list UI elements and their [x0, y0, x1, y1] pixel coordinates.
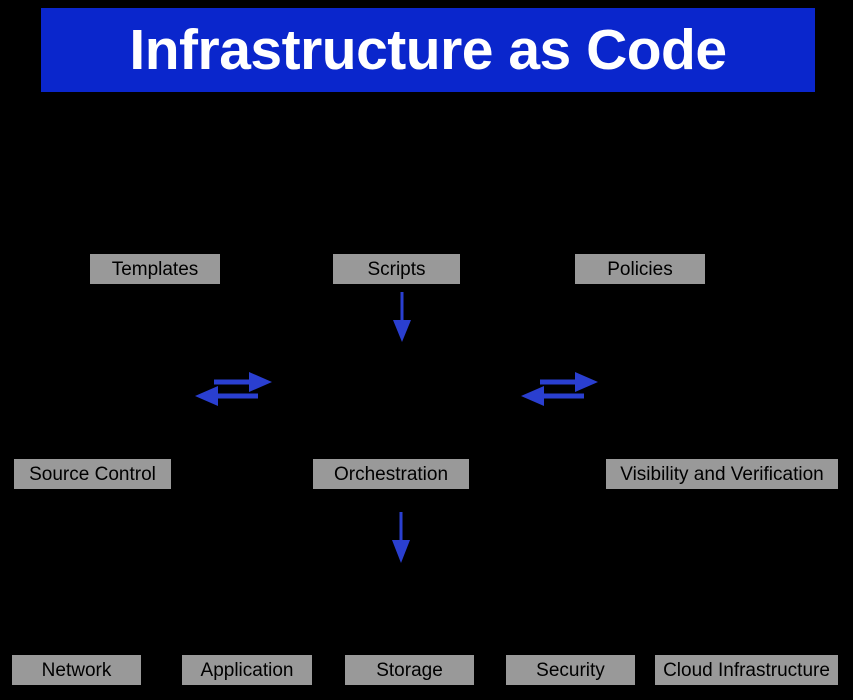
- page-title: Infrastructure as Code: [129, 17, 727, 82]
- arrow-source-control-to-orchestration-icon: [214, 372, 272, 392]
- node-visibility-and-verification[interactable]: Visibility and Verification: [606, 459, 838, 489]
- node-label: Visibility and Verification: [620, 463, 824, 485]
- node-label: Policies: [607, 258, 673, 280]
- node-orchestration[interactable]: Orchestration: [313, 459, 469, 489]
- node-label: Orchestration: [333, 463, 449, 485]
- arrow-orchestration-to-visibility-icon: [540, 372, 598, 392]
- node-label: Application: [200, 659, 294, 681]
- node-cloud-infrastructure[interactable]: Cloud Infrastructure: [655, 655, 838, 685]
- node-scripts[interactable]: Scripts: [333, 254, 460, 284]
- node-label: Network: [41, 659, 112, 681]
- node-application[interactable]: Application: [182, 655, 312, 685]
- node-label: Storage: [376, 659, 443, 681]
- node-label: Scripts: [367, 258, 426, 280]
- node-source-control[interactable]: Source Control: [14, 459, 171, 489]
- arrow-orchestration-to-targets-icon: [392, 512, 410, 563]
- node-storage[interactable]: Storage: [345, 655, 474, 685]
- arrow-orchestration-to-source-control-icon: [195, 386, 258, 406]
- node-label: Security: [536, 659, 605, 681]
- title-banner: Infrastructure as Code: [41, 8, 815, 92]
- node-security[interactable]: Security: [506, 655, 635, 685]
- node-templates[interactable]: Templates: [90, 254, 220, 284]
- arrow-visibility-to-orchestration-icon: [521, 386, 584, 406]
- node-label: Source Control: [29, 463, 156, 485]
- node-network[interactable]: Network: [12, 655, 141, 685]
- node-label: Cloud Infrastructure: [663, 659, 830, 681]
- node-policies[interactable]: Policies: [575, 254, 705, 284]
- arrow-scripts-to-orchestration-icon: [393, 292, 411, 342]
- node-label: Templates: [111, 258, 199, 280]
